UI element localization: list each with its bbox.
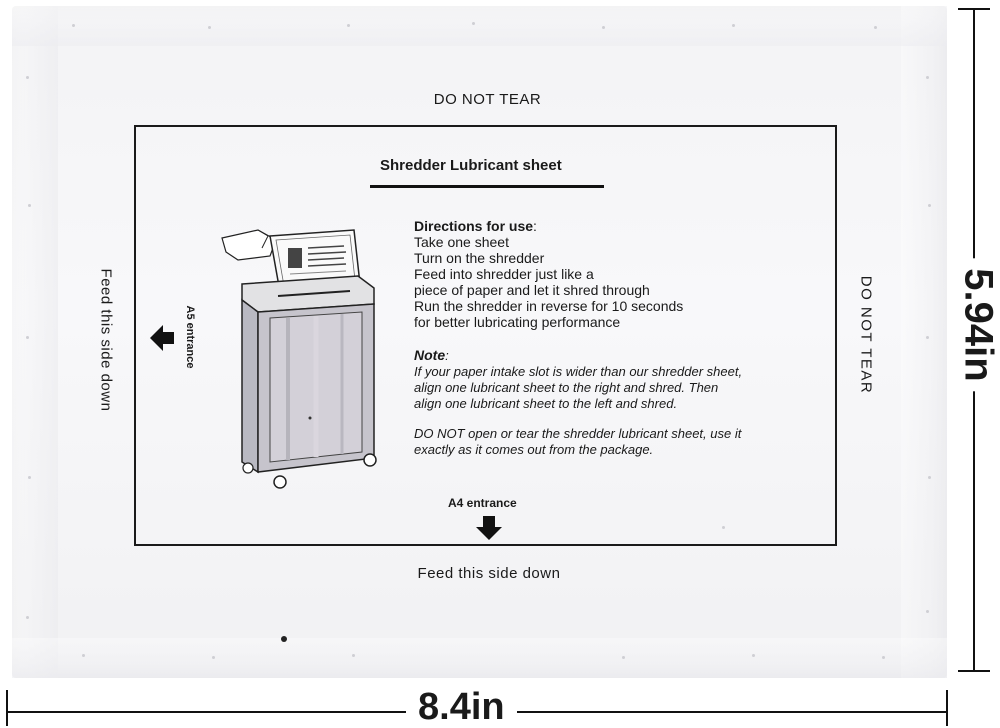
left-seal-edge xyxy=(12,6,58,678)
texture-speck xyxy=(26,76,29,79)
note-colon: : xyxy=(445,348,449,363)
height-dimension-cap xyxy=(958,8,990,10)
texture-speck xyxy=(82,654,85,657)
texture-speck xyxy=(72,24,75,27)
width-dimension-label: 8.4in xyxy=(406,686,517,728)
note-line: align one lubricant sheet to the right a… xyxy=(414,380,719,395)
direction-line: Feed into shredder just like a xyxy=(414,266,594,282)
top-seal-edge xyxy=(12,6,947,46)
bottom-seal-edge xyxy=(12,638,947,678)
left-arrow-icon xyxy=(150,325,174,351)
print-dot xyxy=(281,636,287,642)
direction-line: Turn on the shredder xyxy=(414,250,545,266)
direction-line: piece of paper and let it shred through xyxy=(414,282,650,298)
texture-speck xyxy=(28,204,31,207)
texture-speck xyxy=(928,204,931,207)
texture-speck xyxy=(722,526,725,529)
sheet-title: Shredder Lubricant sheet xyxy=(380,157,562,174)
a5-entrance-label: A5 entrance xyxy=(184,305,196,369)
directions-colon: : xyxy=(533,218,537,234)
direction-line: for better lubricating performance xyxy=(414,314,621,330)
note-block: Note: If your paper intake slot is wider… xyxy=(414,347,834,458)
texture-speck xyxy=(352,654,355,657)
height-dimension-label: 5.94in xyxy=(955,258,1000,392)
directions-block: Directions for use: Take one sheet Turn … xyxy=(414,218,683,330)
texture-speck xyxy=(732,24,735,27)
texture-speck xyxy=(926,76,929,79)
note-line: align one lubricant sheet to the left an… xyxy=(414,396,678,411)
texture-speck xyxy=(26,336,29,339)
direction-line: Run the shredder in reverse for 10 secon… xyxy=(414,298,684,314)
texture-speck xyxy=(926,610,929,613)
note-heading: Note xyxy=(414,347,446,363)
texture-speck xyxy=(752,654,755,657)
texture-speck xyxy=(28,476,31,479)
do-not-tear-top-label: DO NOT TEAR xyxy=(433,91,542,108)
texture-speck xyxy=(926,336,929,339)
width-dimension-cap xyxy=(6,690,8,726)
title-underline xyxy=(370,185,604,188)
texture-speck xyxy=(472,22,475,25)
texture-speck xyxy=(874,26,877,29)
do-not-tear-right-label: DO NOT TEAR xyxy=(857,275,875,395)
texture-speck xyxy=(622,656,625,659)
texture-speck xyxy=(602,26,605,29)
note-line: DO NOT open or tear the shredder lubrica… xyxy=(414,426,742,441)
note-line: If your paper intake slot is wider than … xyxy=(414,364,743,379)
shredder-illustration xyxy=(221,229,377,489)
down-arrow-icon xyxy=(476,516,502,540)
instruction-frame xyxy=(134,125,837,546)
texture-speck xyxy=(882,656,885,659)
note-spacer xyxy=(414,412,834,426)
texture-speck xyxy=(928,476,931,479)
directions-heading: Directions for use xyxy=(414,218,534,234)
note-line: exactly as it comes out from the package… xyxy=(414,442,654,457)
feed-side-left-label: Feed this side down xyxy=(97,268,115,412)
direction-line: Take one sheet xyxy=(414,234,509,250)
height-dimension-cap xyxy=(958,670,990,672)
lubricant-sheet-package xyxy=(12,6,947,678)
a4-entrance-label: A4 entrance xyxy=(448,496,517,510)
width-dimension-cap xyxy=(946,690,948,726)
texture-speck xyxy=(26,616,29,619)
right-seal-edge xyxy=(901,6,947,678)
texture-speck xyxy=(208,26,211,29)
texture-speck xyxy=(212,656,215,659)
texture-speck xyxy=(347,24,350,27)
feed-side-bottom-label: Feed this side down xyxy=(417,565,561,582)
